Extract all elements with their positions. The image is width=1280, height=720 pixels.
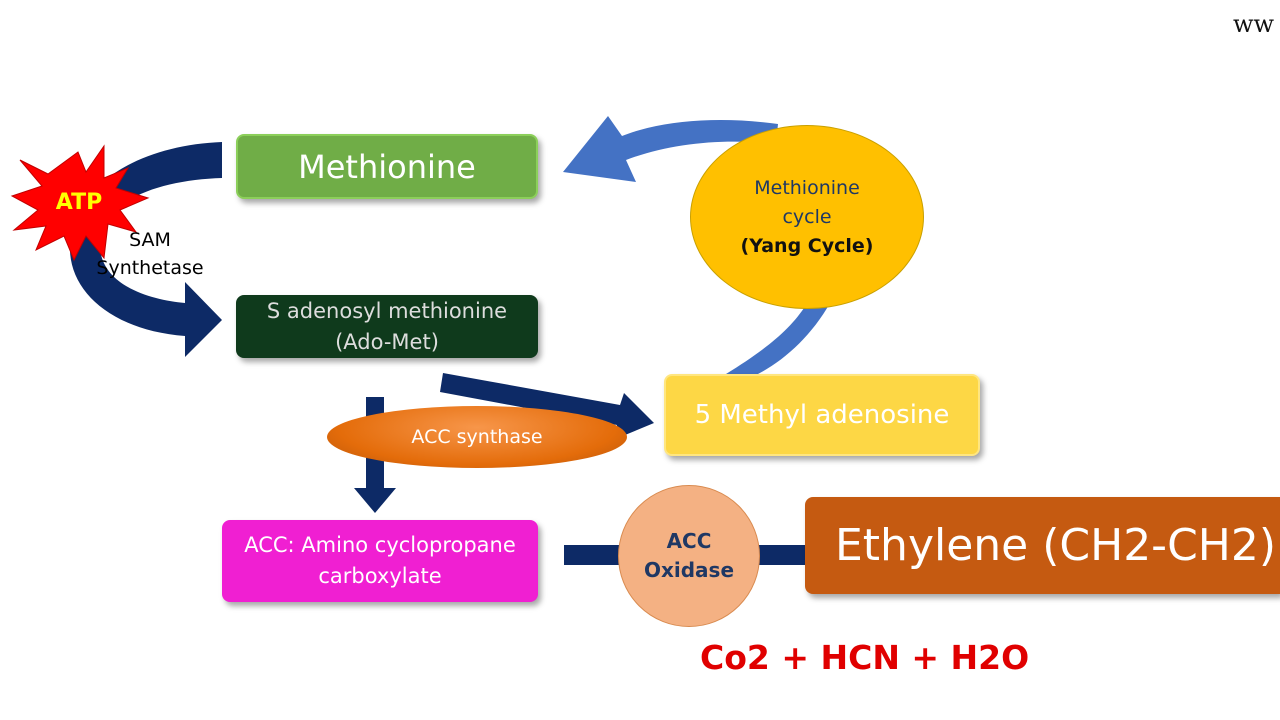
acc-box: ACC: Amino cyclopropane carboxylate [222, 520, 538, 602]
sam-box: S adenosyl methionine (Ado-Met) [236, 295, 538, 358]
sam-synthetase-line2: Synthetase [96, 257, 204, 279]
sam-line2: (Ado-Met) [335, 329, 439, 354]
arrow-sam-to-methyl-adenosine [440, 373, 654, 440]
acc-line2: carboxylate [318, 564, 442, 588]
byproducts-label: Co2 + HCN + H2O [700, 638, 1030, 677]
acc-synthase-label: ACC synthase [411, 426, 543, 448]
methionine-box: Methionine [236, 134, 538, 199]
watermark-text: ww [1233, 10, 1275, 38]
ethylene-box: Ethylene (CH2-CH2) [805, 497, 1280, 594]
sam-line1: S adenosyl methionine [266, 298, 508, 323]
atp-star [10, 144, 150, 262]
atp-label: ATP [55, 190, 103, 215]
cycle-line3: (Yang Cycle) [740, 234, 874, 257]
cycle-line1: Methionine [754, 176, 860, 199]
ethylene-label: Ethylene (CH2-CH2) [835, 520, 1277, 571]
connector-oxidase-to-ethylene [758, 545, 808, 565]
arrow-cycle-to-methionine [563, 116, 778, 182]
methionine-cycle-oval: Methionine cycle (Yang Cycle) [690, 125, 924, 309]
acc-oxidase-line2: Oxidase [643, 558, 735, 582]
methyl-adenosine-label: 5 Methyl adenosine [694, 400, 950, 430]
acc-oxidase-circle: ACC Oxidase [618, 485, 760, 627]
sam-synthetase-label: SAM Synthetase [90, 226, 210, 282]
sam-synthetase-line1: SAM [129, 229, 171, 251]
acc-oxidase-line1: ACC [666, 529, 712, 553]
connector-acc-to-oxidase [564, 545, 626, 565]
cycle-line2: cycle [782, 205, 832, 228]
arrow-methyl-adenosine-to-cycle [726, 303, 830, 374]
methionine-label: Methionine [298, 147, 476, 186]
acc-synthase-oval: ACC synthase [327, 406, 627, 468]
acc-line1: ACC: Amino cyclopropane [244, 533, 516, 557]
methyl-adenosine-box: 5 Methyl adenosine [664, 374, 980, 456]
